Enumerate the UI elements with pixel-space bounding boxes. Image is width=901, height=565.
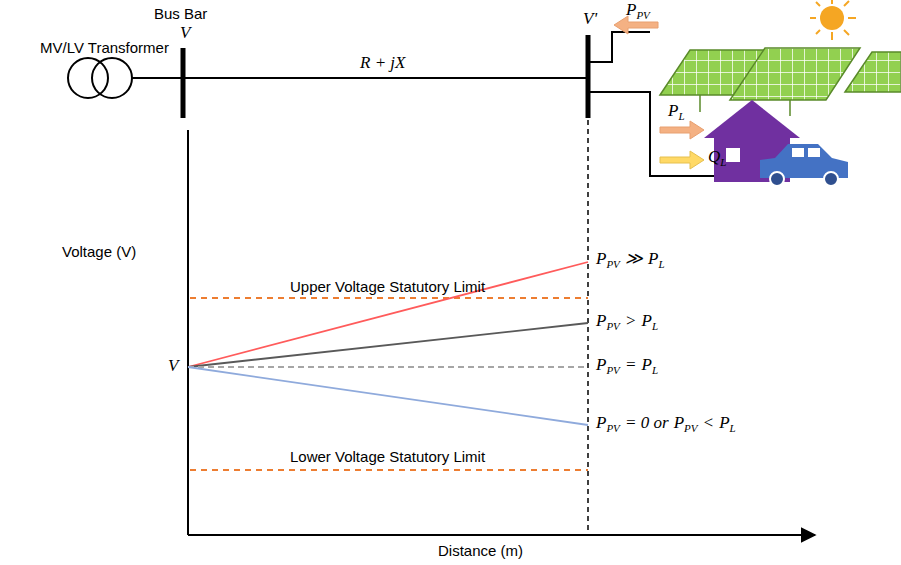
label-text: V (180, 23, 190, 42)
label-text: Lower Voltage Statutory Limit (290, 448, 485, 465)
power-label: PL (668, 102, 685, 122)
label-text: P (642, 355, 652, 374)
subscript: L (730, 422, 736, 434)
label-text: = 0 or (625, 413, 669, 432)
impedance-label: R + jX (360, 54, 405, 73)
busbar-label: Bus Bar (154, 6, 207, 23)
case-label: PPV=PL (596, 356, 658, 376)
label-text: P (596, 311, 606, 330)
label-text: Bus Bar (154, 5, 207, 22)
limit-label: Upper Voltage Statutory Limit (290, 279, 485, 296)
subscript: PV (684, 422, 697, 434)
label-text: Distance (m) (438, 542, 523, 559)
voltage-symbol: V' (583, 10, 597, 29)
label-text: P (596, 413, 606, 432)
label-text: = (625, 355, 636, 374)
power-label: QL (708, 148, 726, 168)
subscript: L (678, 110, 684, 122)
label-text: P (674, 413, 684, 432)
limit-label: Lower Voltage Statutory Limit (290, 449, 485, 466)
label-text: V' (583, 9, 597, 28)
subscript: L (658, 258, 664, 270)
label-text: ≫ (625, 249, 643, 268)
label-text: P (668, 101, 678, 120)
axis-title: Distance (m) (438, 543, 523, 560)
label-text: R + jX (360, 53, 405, 72)
subscript: L (652, 320, 658, 332)
label-text: P (596, 249, 606, 268)
solar-panels (660, 48, 901, 116)
case-label: PPV≫PL (596, 250, 665, 270)
label-text: MV/LV Transformer (40, 39, 169, 56)
label-text: P (648, 249, 658, 268)
subscript: PV (606, 258, 619, 270)
car-icon (760, 144, 848, 186)
label-text: Upper Voltage Statutory Limit (290, 278, 485, 295)
case-label: PPV>PL (596, 312, 658, 332)
feeder-line (132, 32, 714, 176)
label-text: P (719, 413, 729, 432)
label-text: P (626, 0, 636, 19)
label-text: V (168, 356, 178, 375)
label-text: > (625, 311, 636, 330)
sun-icon (810, 0, 856, 40)
subscript: L (652, 364, 658, 376)
label-text: Q (708, 147, 720, 166)
subscript: PV (636, 9, 649, 21)
case-label: PPV= 0 orPPV<PL (596, 414, 736, 434)
label-text: P (642, 311, 652, 330)
subscript: PV (606, 364, 619, 376)
voltage-symbol: V (168, 357, 178, 376)
transformer-symbol (68, 58, 132, 98)
power-label: PPV (626, 1, 650, 21)
axis-title: Voltage (V) (62, 244, 136, 261)
transformer-label: MV/LV Transformer (40, 40, 169, 57)
label-text: < (703, 413, 714, 432)
label-text: Voltage (V) (62, 243, 136, 260)
voltage-chart (188, 120, 815, 535)
label-text: P (596, 355, 606, 374)
subscript: L (720, 156, 726, 168)
voltage-symbol: V (180, 24, 190, 43)
subscript: PV (606, 422, 619, 434)
subscript: PV (606, 320, 619, 332)
